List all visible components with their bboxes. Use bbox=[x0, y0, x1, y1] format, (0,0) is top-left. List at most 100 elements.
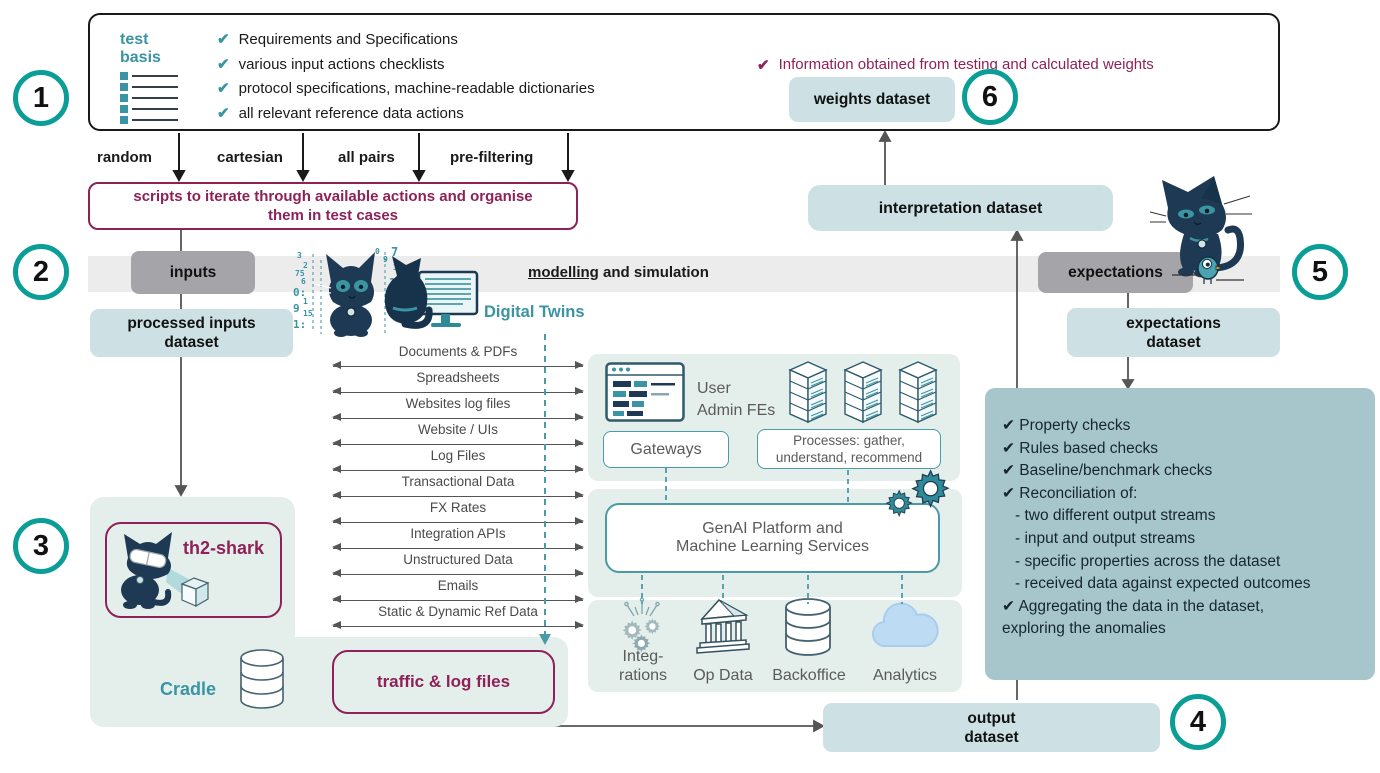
check-subline: - two different output streams bbox=[1015, 507, 1216, 525]
cradle-label: Cradle bbox=[160, 679, 217, 699]
channel-label: Spreadsheets bbox=[416, 370, 500, 385]
step-1-badge: 1 bbox=[13, 70, 69, 126]
double-arrow-icon bbox=[332, 621, 584, 629]
channel-label: Log Files bbox=[430, 448, 486, 463]
svg-text:3: 3 bbox=[297, 251, 302, 260]
op-data-bank-icon bbox=[696, 599, 750, 654]
test-basis-item: ✔protocol specifications, machine-readab… bbox=[217, 77, 595, 102]
svg-text:2: 2 bbox=[303, 261, 308, 270]
step-6-number: 6 bbox=[981, 80, 999, 113]
channel-row: FX Rates bbox=[332, 499, 584, 525]
step-4-number: 4 bbox=[1189, 705, 1207, 738]
channel-row: Website / UIs bbox=[332, 421, 584, 447]
check-subline: - received data against expected outcome… bbox=[1015, 575, 1311, 593]
double-arrow-icon bbox=[332, 465, 584, 473]
test-basis-title-line1: test bbox=[120, 31, 149, 48]
check-icon: ✔ bbox=[217, 104, 230, 122]
weights-dataset-label: weights dataset bbox=[813, 91, 931, 108]
channel-row: Emails bbox=[332, 577, 584, 603]
check-icon: ✔ bbox=[217, 31, 230, 48]
output-dataset-line1: output bbox=[967, 709, 1016, 727]
test-basis-item-text: Requirements and Specifications bbox=[238, 31, 458, 48]
expectations-box: expectations bbox=[1038, 252, 1193, 293]
channel-label: Integration APIs bbox=[410, 526, 506, 541]
check-subline: - specific properties across the dataset bbox=[1015, 552, 1281, 570]
step-2-number: 2 bbox=[32, 255, 50, 288]
check-icon: ✔ bbox=[757, 57, 770, 74]
generator-random: random bbox=[97, 149, 153, 166]
svg-text:6: 6 bbox=[301, 277, 306, 286]
check-line: ✔ Reconciliation of: bbox=[1002, 484, 1138, 502]
th2-shark-label-wrap: th2-shark bbox=[183, 538, 264, 559]
test-basis-title: test basis bbox=[120, 31, 161, 67]
output-dataset-line2: dataset bbox=[964, 728, 1019, 746]
test-basis-item-text: protocol specifications, machine-readabl… bbox=[238, 80, 595, 97]
double-arrow-icon bbox=[332, 491, 584, 499]
channel-row: Unstructured Data bbox=[332, 551, 584, 577]
channel-row: Log Files bbox=[332, 447, 584, 473]
user-admin-label: User Admin FEs bbox=[697, 378, 775, 422]
backoffice-text: Backoffice bbox=[772, 667, 846, 684]
integrations-label: Integ- rations bbox=[612, 647, 674, 685]
svg-text:7: 7 bbox=[391, 246, 398, 259]
genai-line1: GenAI Platform and bbox=[702, 520, 843, 537]
th2-shark-box bbox=[105, 522, 282, 618]
channel-label: Website / UIs bbox=[417, 422, 499, 437]
check-line: exploring the anomalies bbox=[1002, 620, 1166, 638]
test-basis-item: ✔various input actions checklists bbox=[217, 53, 595, 78]
weights-note-text: Information obtained from testing and ca… bbox=[778, 56, 1154, 73]
expectations-dataset-line2: dataset bbox=[1146, 333, 1201, 351]
traffic-log-files-label: traffic & log files bbox=[376, 672, 511, 691]
channel-row: Static & Dynamic Ref Data bbox=[332, 603, 584, 629]
double-arrow-icon bbox=[332, 439, 584, 447]
test-basis-item: ✔all relevant reference data actions bbox=[217, 102, 595, 127]
shark-cat-icon bbox=[121, 532, 210, 609]
double-arrow-icon bbox=[332, 361, 584, 369]
analytics-label: Analytics bbox=[866, 666, 944, 685]
expectations-label: expectations bbox=[1068, 263, 1163, 281]
integrations-icon bbox=[622, 598, 661, 653]
user-admin-line2: Admin FEs bbox=[697, 402, 776, 419]
backoffice-database-icon bbox=[785, 598, 831, 656]
check-line: ✔ Rules based checks bbox=[1002, 439, 1159, 457]
expectations-dataset-box: expectations dataset bbox=[1067, 308, 1280, 357]
channel-row: Documents & PDFs bbox=[332, 343, 584, 369]
modelling-and-simulation-label: modelling and simulation bbox=[528, 264, 709, 281]
genai-line2: Machine Learning Services bbox=[676, 538, 869, 555]
inputs-label: inputs bbox=[169, 263, 217, 281]
simulation-words: and simulation bbox=[603, 264, 709, 281]
check-icon: ✔ bbox=[217, 55, 230, 73]
test-basis-title-line2: basis bbox=[120, 49, 161, 66]
checklist-icon bbox=[120, 71, 178, 126]
channel-label: Unstructured Data bbox=[403, 552, 513, 567]
step-2-badge: 2 bbox=[13, 244, 69, 300]
th2-shark-label: th2-shark bbox=[183, 538, 265, 558]
interpretation-dataset-box: interpretation dataset bbox=[808, 185, 1113, 231]
step-5-number: 5 bbox=[1311, 255, 1329, 288]
svg-text:9: 9 bbox=[293, 302, 300, 315]
check-line: ✔ Property checks bbox=[1002, 417, 1131, 434]
gateways-box: Gateways bbox=[603, 431, 729, 468]
svg-text:0:: 0: bbox=[293, 286, 306, 299]
interpretation-dataset-label: interpretation dataset bbox=[878, 199, 1043, 217]
weights-note: ✔ Information obtained from testing and c… bbox=[757, 56, 1154, 74]
processed-inputs-line1: processed inputs bbox=[127, 315, 256, 332]
genai-box: GenAI Platform and Machine Learning Serv… bbox=[605, 503, 940, 573]
digital-twins-label: Digital Twins bbox=[484, 303, 585, 321]
channel-label: Websites log files bbox=[405, 396, 511, 411]
modelling-word: modelling bbox=[528, 264, 599, 281]
gears-icon bbox=[885, 469, 949, 517]
double-arrow-icon bbox=[332, 387, 584, 395]
channel-label: Documents & PDFs bbox=[398, 344, 518, 359]
svg-text:1:: 1: bbox=[293, 318, 306, 331]
scripts-box-label: scripts to iterate through available act… bbox=[133, 188, 533, 224]
check-line: ✔ Baseline/benchmark checks bbox=[1002, 462, 1213, 480]
scripts-box: scripts to iterate through available act… bbox=[88, 182, 578, 230]
processed-inputs-dataset-box: processed inputs dataset bbox=[90, 309, 293, 357]
step-5-badge: 5 bbox=[1292, 244, 1348, 300]
user-admin-line1: User bbox=[697, 380, 731, 397]
backoffice-label: Backoffice bbox=[768, 666, 850, 685]
step-3-badge: 3 bbox=[13, 518, 69, 574]
